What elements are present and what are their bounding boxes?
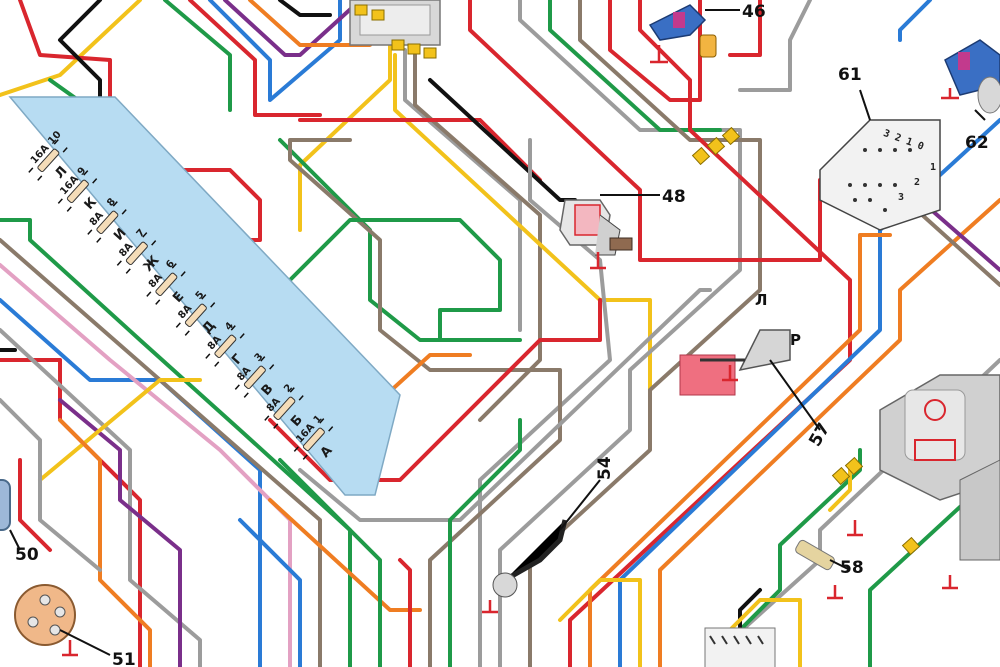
wire-green-10: [448, 418, 522, 667]
ground-symbols: [62, 45, 959, 657]
wire-yellow-2: [298, 38, 392, 232]
wire-red-3: [298, 118, 542, 182]
wire-green-2: [278, 138, 522, 342]
lamp-50: [0, 479, 21, 551]
wire-yellow-4: [718, 598, 802, 667]
fuse-holder: [234, 356, 275, 398]
callout-50: 50: [15, 545, 39, 565]
wire-brown-1: [413, 53, 542, 422]
wire-red-6: [568, 0, 852, 667]
wire-red-7: [728, 0, 762, 57]
fuse-element: [96, 210, 119, 235]
washer-pump-57: [679, 329, 821, 431]
wire-red-8: [638, 178, 822, 262]
wire-gray-3: [498, 0, 742, 667]
fuse-holder: [175, 294, 216, 336]
wire-red-13: [398, 558, 412, 667]
wire-violet-3: [58, 398, 182, 667]
motor: [879, 374, 1000, 561]
washer-57-left-label: Л: [755, 291, 767, 309]
wire-black-2: [278, 0, 332, 17]
fuse-holder: [205, 325, 245, 367]
wire-brown-3: [528, 0, 762, 667]
wire-yellow-7: [558, 578, 642, 667]
fuse-element: [243, 365, 266, 390]
wire-yellow-1: [0, 0, 142, 97]
wire-orange-6: [268, 498, 422, 612]
fuse-element: [302, 427, 325, 452]
switch-46: [648, 4, 740, 58]
wire-blue-5: [238, 518, 302, 667]
wire-gray-6: [0, 328, 202, 667]
bottom-connector-block: [704, 627, 776, 667]
callout-51: 51: [112, 650, 136, 667]
callout-62: 62: [965, 133, 989, 153]
wire-red-5: [608, 0, 702, 102]
wire-green-1: [163, 0, 232, 112]
callout-54: 54: [595, 456, 615, 480]
callout-48: 48: [662, 187, 686, 207]
fuse-holder: [28, 139, 68, 181]
fuse-element: [66, 179, 89, 204]
wire-red-4: [468, 0, 642, 252]
socket-51: [14, 584, 111, 656]
fuse-holder: [293, 418, 334, 460]
wire-gray-8: [298, 288, 712, 522]
wire-green-4: [868, 468, 1000, 667]
fuse-holder: [87, 201, 127, 243]
callout-46: 46: [742, 2, 766, 22]
switch-61-contact-3: 3: [898, 192, 904, 203]
wire-green-9: [278, 458, 382, 667]
wire-blue-3: [898, 0, 932, 42]
wire-red-2: [188, 0, 322, 117]
washer-57-right-label: Р: [790, 331, 801, 349]
fuse-box: 16A10Л16A9К8A8И8A7Ж8A6Е8A5Д8A4Г8A3В8A2Б1…: [8, 96, 401, 496]
wire-brown-2: [288, 138, 562, 667]
fuse-element: [37, 148, 60, 173]
fuse-element: [155, 272, 178, 297]
callout-61: 61: [838, 65, 862, 85]
wire-orange-3: [588, 233, 892, 667]
wire-gray-7: [0, 398, 102, 572]
fuse-holder: [146, 263, 186, 305]
wire-red-1: [18, 0, 112, 112]
switch-61: [819, 89, 941, 231]
fuse-element: [214, 334, 237, 359]
resistor-58: [795, 539, 851, 571]
wire-violet-1: [223, 0, 357, 57]
fuse-element: [125, 241, 148, 266]
wire-gray-4: [738, 0, 812, 92]
wire-orange-4: [58, 418, 152, 667]
wire-green-8: [278, 218, 502, 342]
wire-red-12: [268, 298, 602, 482]
fuse-element: [273, 396, 296, 421]
sensor-48: [559, 194, 660, 256]
fuse-element: [184, 303, 207, 328]
wire-gray-1: [403, 48, 522, 332]
fuse-holder: [264, 387, 304, 429]
switch-61-contact-2: 2: [914, 177, 920, 188]
switch-62: [944, 39, 1000, 121]
fuse-holder: [57, 170, 98, 212]
callout-58: 58: [840, 558, 864, 578]
wire-yellow-6: [38, 378, 202, 482]
top-connector: [349, 0, 441, 59]
wire-blue-1: [208, 0, 342, 102]
connector-blocks: [691, 126, 921, 556]
switch-54: [492, 479, 601, 598]
switch-61-contact-1: 1: [930, 162, 936, 173]
wire-brown-5: [0, 238, 322, 667]
wire-red-10: [18, 458, 52, 552]
wire-yellow-5: [828, 468, 852, 512]
wire-orange-2: [658, 198, 1000, 667]
fuse-holder: [116, 232, 157, 274]
